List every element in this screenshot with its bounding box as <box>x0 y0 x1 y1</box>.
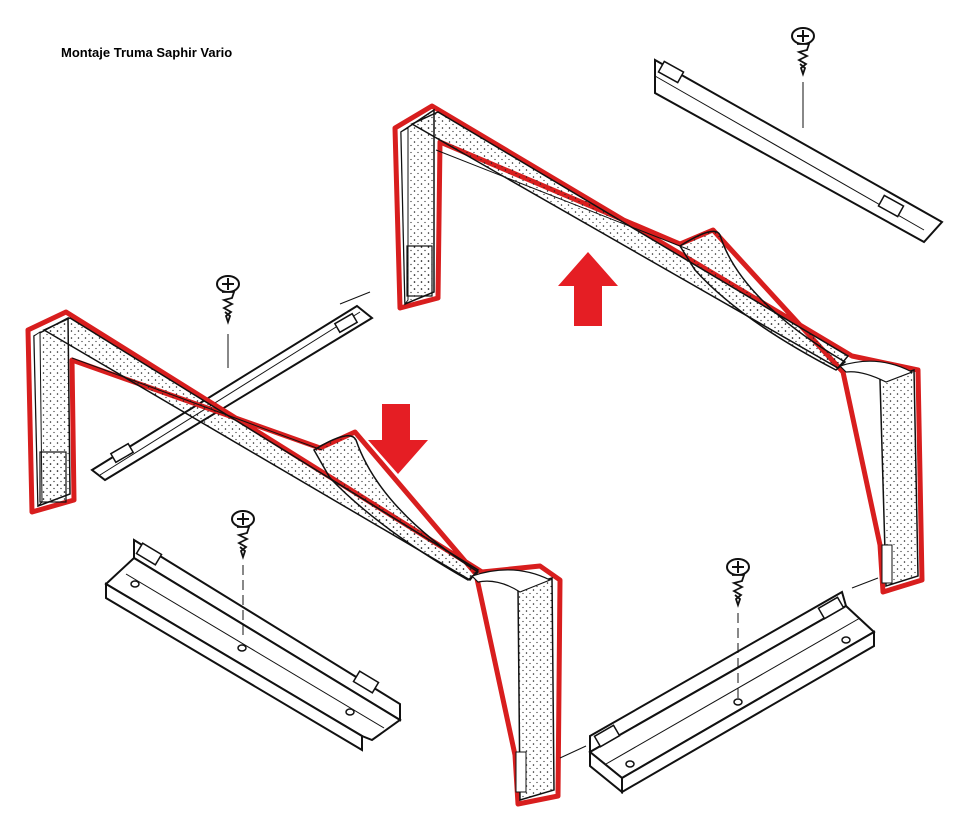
arrow-down-icon <box>368 404 428 474</box>
back-bracket-highlighted <box>392 103 925 595</box>
middle-rail <box>90 304 374 482</box>
top-right-rail <box>654 58 944 244</box>
bottom-right-bracket <box>588 590 876 795</box>
diagram-title: Montaje Truma Saphir Vario <box>61 45 233 60</box>
bottom-left-bracket <box>104 538 402 752</box>
front-bracket-highlighted <box>25 309 563 807</box>
screw-icon <box>231 510 255 637</box>
screw-icon <box>726 558 750 699</box>
alignment-lines <box>339 291 879 759</box>
arrow-up-icon <box>558 252 618 326</box>
screw-icon <box>216 275 240 368</box>
screw-icon <box>791 27 815 128</box>
